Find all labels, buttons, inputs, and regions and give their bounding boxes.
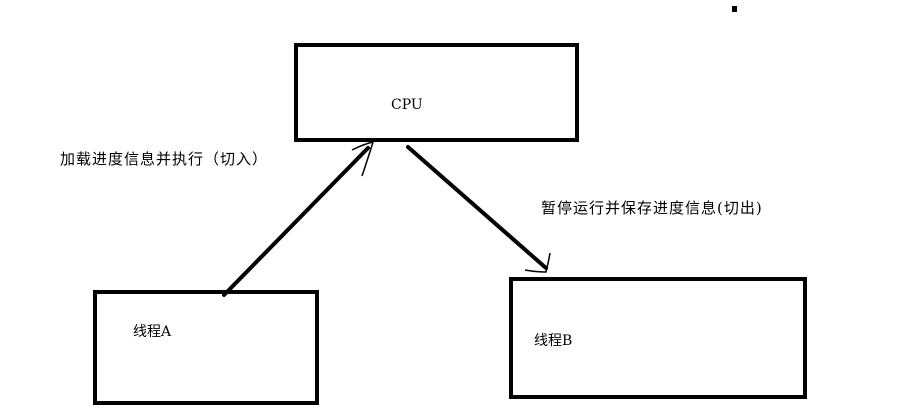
- thread-a-label: 线程A: [133, 324, 172, 340]
- switch-out-line: [406, 145, 548, 270]
- switch-in-arrow: [222, 140, 375, 297]
- switch-out-label: 暂停运行并保存进度信息(切出): [541, 199, 763, 217]
- switch-out-arrowhead: [524, 252, 551, 273]
- thread-b-node: 线程B: [509, 277, 807, 399]
- thread-b-label: 线程B: [534, 333, 572, 349]
- cpu-node: CPU: [294, 43, 579, 142]
- thread-a-box: [93, 290, 319, 405]
- switch-in-line: [222, 146, 370, 297]
- switch-in-label: 加载进度信息并执行（切入）: [60, 150, 268, 168]
- switch-in-arrowhead: [351, 140, 375, 177]
- cpu-box: [294, 43, 579, 142]
- thread-a-node: 线程A: [93, 290, 319, 405]
- thread-b-box: [509, 277, 807, 399]
- cpu-label: CPU: [391, 97, 423, 113]
- stray-dot: [732, 6, 737, 12]
- switch-out-arrow: [406, 145, 551, 273]
